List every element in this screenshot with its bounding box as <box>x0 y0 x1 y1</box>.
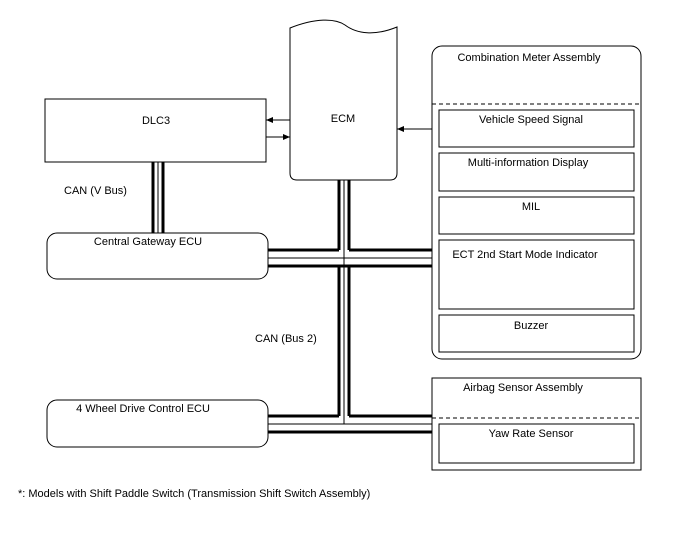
upper-bus-wire <box>268 248 433 268</box>
meter-item-label: MIL <box>522 201 540 213</box>
ecm-box: ECM <box>289 19 398 181</box>
combination-meter-box: Combination Meter Assembly Vehicle Speed… <box>431 45 642 360</box>
central-gateway-label: Central Gateway ECU <box>94 236 202 248</box>
central-gateway-box: Central Gateway ECU <box>46 232 269 280</box>
meter-item-label: Vehicle Speed Signal <box>479 114 583 126</box>
v-bus-label: CAN (V Bus) <box>64 185 127 197</box>
four-wd-label: 4 Wheel Drive Control ECU <box>76 403 210 415</box>
airbag-item-yaw-rate-sensor: Yaw Rate Sensor <box>438 423 635 464</box>
airbag-item-label: Yaw Rate Sensor <box>489 428 574 440</box>
meter-item-multi-information-display: Multi-information Display <box>438 152 635 192</box>
combination-meter-title: Combination Meter Assembly <box>457 52 601 64</box>
can-bus-wires <box>151 162 433 434</box>
lower-bus-wire <box>268 414 433 434</box>
four-wd-box: 4 Wheel Drive Control ECU <box>46 399 269 448</box>
airbag-sensor-title: Airbag Sensor Assembly <box>463 382 583 394</box>
dlc3-box: DLC3 <box>44 98 267 163</box>
ecm-label: ECM <box>331 113 355 125</box>
meter-item-label: Buzzer <box>514 320 549 332</box>
meter-item-mil: MIL <box>438 196 635 235</box>
meter-item-label: Multi-information Display <box>468 157 589 169</box>
ecm-bus-wire <box>337 180 351 258</box>
bus2-trunk-wire <box>337 258 351 424</box>
meter-item-buzzer: Buzzer <box>438 314 635 353</box>
bus2-label: CAN (Bus 2) <box>255 333 317 345</box>
meter-item-vehicle-speed-signal: Vehicle Speed Signal <box>438 109 635 148</box>
dlc3-label: DLC3 <box>142 115 170 127</box>
footnote: *: Models with Shift Paddle Switch (Tran… <box>18 488 370 500</box>
v-bus-wire <box>151 162 165 233</box>
airbag-sensor-box: Airbag Sensor Assembly Yaw Rate Sensor <box>431 377 642 471</box>
meter-item-ect-2nd-start-mode-indicator: ECT 2nd Start Mode Indicator <box>438 239 635 310</box>
meter-item-label: ECT 2nd Start Mode Indicator <box>452 249 598 261</box>
